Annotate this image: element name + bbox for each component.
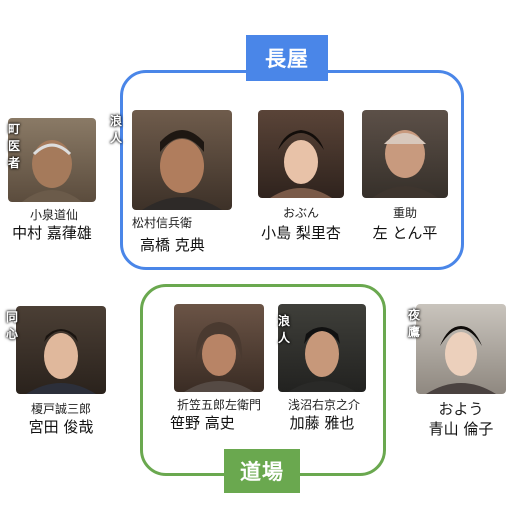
actor-name: 中村 嘉葎雄 bbox=[12, 224, 92, 242]
character-name: およう bbox=[438, 400, 484, 418]
portrait-photo bbox=[174, 304, 264, 392]
nagaya-group-title: 長屋 bbox=[246, 35, 328, 81]
portrait-photo bbox=[8, 118, 96, 202]
portrait-photo bbox=[16, 306, 106, 394]
actor-name: 高橋 克典 bbox=[140, 236, 205, 254]
portrait-photo bbox=[278, 304, 366, 392]
actor-name: 左 とん平 bbox=[372, 224, 438, 242]
character-name: 折笠五郎左衛門 bbox=[176, 398, 261, 412]
role-tag: 同心 bbox=[5, 310, 18, 341]
actor-name: 笹野 高史 bbox=[170, 414, 235, 432]
character-name: 小泉道仙 bbox=[29, 208, 78, 222]
character-name: 浅沼右京之介 bbox=[287, 398, 360, 412]
actor-name: 宮田 俊哉 bbox=[28, 418, 94, 436]
character-name: 松村信兵衛 bbox=[132, 216, 193, 230]
role-tag: 浪人 bbox=[109, 114, 122, 145]
portrait-photo bbox=[258, 110, 344, 198]
actor-name: 小島 梨里杏 bbox=[261, 224, 341, 242]
portrait-photo bbox=[132, 110, 232, 210]
character-name: おぶん bbox=[282, 206, 319, 220]
role-tag: 町医者 bbox=[7, 122, 20, 170]
role-tag: 夜鷹 bbox=[407, 308, 420, 339]
character-name: 重助 bbox=[392, 206, 417, 220]
portrait-photo bbox=[416, 304, 506, 394]
actor-name: 加藤 雅也 bbox=[289, 414, 355, 432]
portrait-photo bbox=[362, 110, 448, 198]
dojo-group-title: 道場 bbox=[224, 449, 300, 493]
character-name: 榎戸誠三郎 bbox=[30, 402, 91, 416]
actor-name: 青山 倫子 bbox=[428, 420, 494, 438]
role-tag: 浪人 bbox=[277, 314, 290, 345]
